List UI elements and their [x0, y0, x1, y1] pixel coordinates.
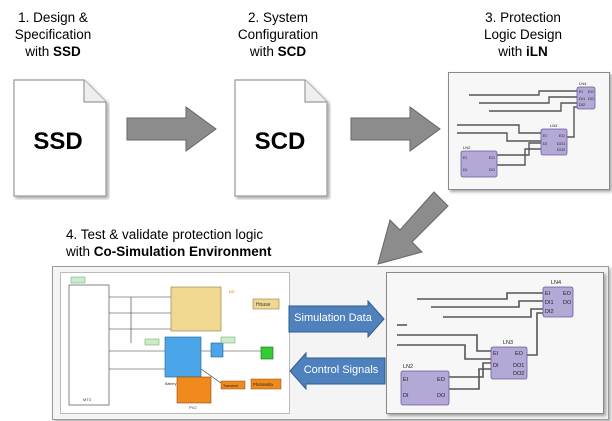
- svg-text:LN4: LN4: [579, 81, 587, 86]
- control-signals-label: Control Signals: [303, 364, 379, 376]
- svg-text:LN2: LN2: [403, 364, 413, 370]
- logic-diagram-large: LN4 LN3 LN2 EI DI1 DI2 EO DO EI DI EO DO…: [397, 280, 574, 406]
- svg-text:DI: DI: [543, 141, 547, 146]
- svg-text:DO2: DO2: [513, 371, 524, 377]
- svg-text:DI: DI: [463, 167, 467, 172]
- svg-text:DI: DI: [403, 393, 409, 399]
- logic-diagram-small: LN4 LN3 LN2 EI DI EO DO1 DO2 EI DI EO DO…: [457, 81, 596, 178]
- simulation-model-panel: MT3 DC House Battery Converter1 PV2: [60, 272, 290, 414]
- step2-title: 2. System Configuration with SCD: [237, 10, 319, 59]
- svg-text:DI: DI: [493, 363, 499, 369]
- svg-text:DO: DO: [563, 300, 572, 306]
- svg-text:EI: EI: [463, 155, 467, 160]
- svg-text:EO: EO: [489, 155, 495, 160]
- scd-label: SCD: [254, 128, 306, 155]
- step3-title: 3. Protection Logic Design with iLN: [483, 10, 563, 59]
- svg-text:DI1: DI1: [579, 96, 586, 101]
- scd-document-icon: [234, 79, 328, 197]
- svg-text:DO1: DO1: [513, 363, 524, 369]
- svg-text:DI1: DI1: [545, 300, 554, 306]
- ssd-document-icon: [13, 79, 107, 197]
- control-signals-arrow: [289, 352, 386, 390]
- arrow-step3-to-step4: [377, 191, 449, 265]
- svg-text:EO: EO: [437, 377, 446, 383]
- step1-title: 1. Design & Specification with SSD: [14, 10, 92, 59]
- svg-text:LN4: LN4: [551, 280, 561, 286]
- svg-text:Transient: Transient: [223, 384, 238, 388]
- svg-text:EI: EI: [493, 351, 499, 357]
- svg-text:LN2: LN2: [463, 145, 471, 150]
- svg-text:Photovolta: Photovolta: [253, 382, 273, 387]
- arrow-step2-to-step3: [350, 106, 441, 152]
- svg-text:PV2: PV2: [189, 405, 197, 410]
- simulation-data-arrow: [288, 300, 385, 338]
- svg-text:EO: EO: [515, 351, 524, 357]
- svg-text:DO1: DO1: [557, 141, 566, 146]
- protection-logic-panel: LN4 LN3 LN2 EI DI1 DI2 EO DO EI DI EO DO…: [386, 272, 604, 414]
- svg-text:DO: DO: [489, 167, 495, 172]
- svg-text:EI: EI: [403, 377, 409, 383]
- svg-text:DO2: DO2: [557, 147, 566, 152]
- svg-text:EO: EO: [563, 291, 572, 297]
- step4-title: 4. Test & validate protection logic with…: [66, 227, 272, 259]
- svg-text:DO: DO: [437, 393, 446, 399]
- svg-text:EO: EO: [559, 133, 565, 138]
- logic-design-panel: LN4 LN3 LN2 EI DI EO DO1 DO2 EI DI EO DO…: [448, 72, 610, 190]
- arrow-step1-to-step2: [126, 106, 217, 152]
- svg-text:EI: EI: [545, 291, 551, 297]
- ssd-label: SSD: [33, 128, 83, 155]
- svg-text:EI: EI: [543, 133, 547, 138]
- simulation-data-label: Simulation Data: [294, 312, 372, 324]
- svg-text:MT3: MT3: [83, 397, 92, 402]
- svg-text:LN3: LN3: [503, 340, 513, 346]
- svg-text:DC: DC: [229, 289, 235, 294]
- svg-text:EO: EO: [588, 89, 594, 94]
- svg-text:EI: EI: [579, 89, 583, 94]
- svg-text:DI2: DI2: [545, 309, 554, 315]
- svg-text:House: House: [256, 302, 271, 308]
- svg-text:LN3: LN3: [550, 123, 558, 128]
- simulation-model-diagram: MT3 DC House Battery Converter1 PV2: [68, 276, 282, 410]
- svg-text:DI2: DI2: [579, 102, 586, 107]
- svg-text:DO: DO: [588, 96, 594, 101]
